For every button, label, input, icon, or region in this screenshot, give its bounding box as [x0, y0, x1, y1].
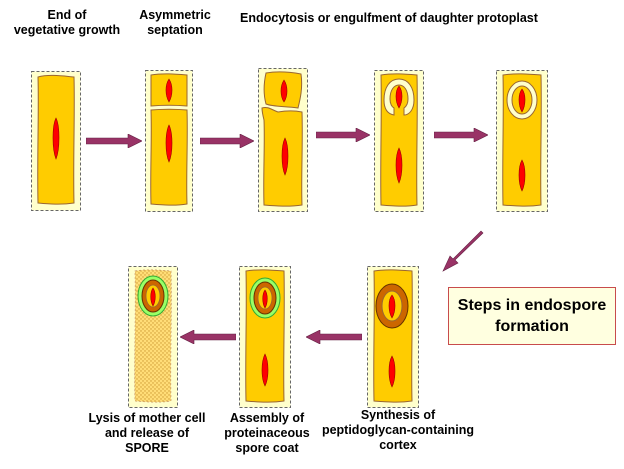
arrow-stage5-to-6	[442, 230, 484, 272]
stage-1-vegetative-cell	[31, 71, 81, 211]
label-synthesis-cortex: Synthesis of peptidoglycan-containing co…	[321, 408, 475, 452]
title-box: Steps in endospore formation	[448, 287, 616, 345]
arrow-stage4-to-5	[434, 128, 488, 142]
stage-7-spore-coat	[239, 266, 291, 408]
label-asymmetric-septation: Asymmetric septation	[139, 8, 211, 37]
stage-6-cortex-synthesis	[367, 266, 419, 408]
stage-3-engulfment-start	[258, 68, 308, 212]
label-assembly-spore-coat: Assembly of proteinaceous spore coat	[224, 411, 310, 455]
arrow-stage3-to-4	[316, 128, 370, 142]
arrow-stage2-to-3	[200, 134, 254, 148]
label-lysis-release-spore: Lysis of mother cell and release of SPOR…	[88, 411, 206, 455]
stage-8-lysis-release	[128, 266, 178, 408]
arrow-stage6-to-7	[306, 330, 362, 344]
stage-2-asymmetric-septation	[145, 70, 193, 212]
arrow-stage1-to-2	[86, 134, 142, 148]
arrow-stage7-to-8	[180, 330, 236, 344]
stage-4-engulfment	[374, 70, 424, 212]
label-end-of-vegetative-growth: End of vegetative growth	[13, 8, 121, 37]
stage-5-forespore	[496, 70, 548, 212]
label-endocytosis: Endocytosis or engulfment of daughter pr…	[240, 11, 538, 25]
